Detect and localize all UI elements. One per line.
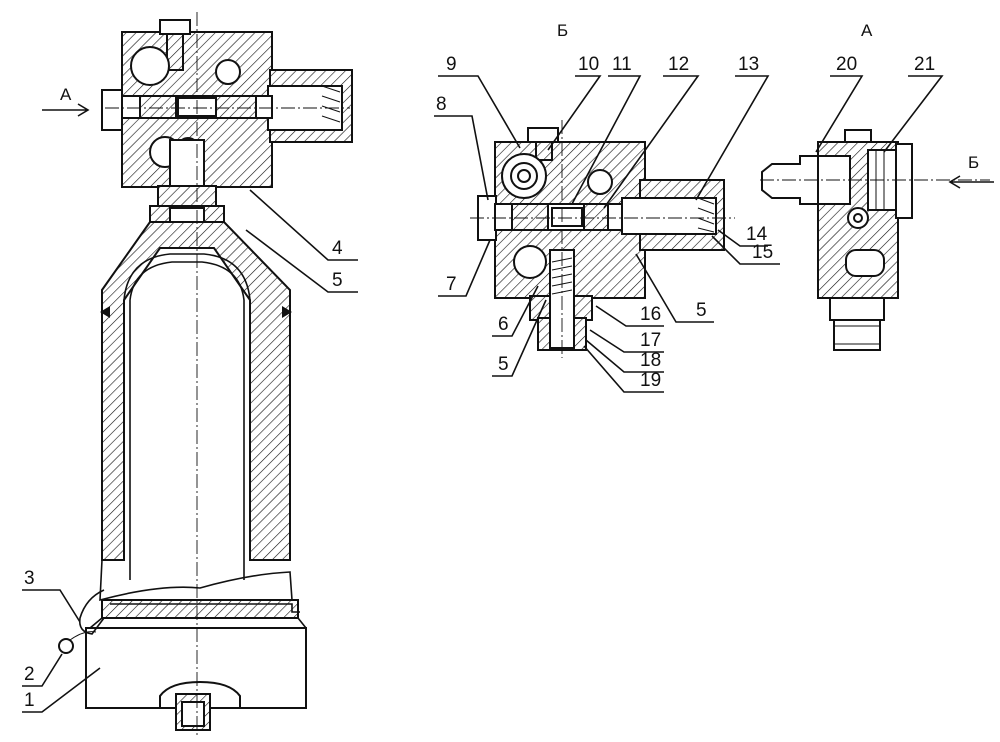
- view-a: [760, 129, 990, 351]
- callout-11: 10: [578, 54, 599, 75]
- callout-14: 13: [738, 54, 759, 75]
- cylinder-assembly: [58, 12, 353, 738]
- callout-15: 14: [746, 224, 768, 245]
- callout-21: 20: [836, 54, 857, 75]
- callout-18: 17: [640, 330, 661, 351]
- main-arrow-label: А: [60, 85, 72, 104]
- section-b: [470, 120, 735, 358]
- callout-5-section: 5: [696, 300, 707, 321]
- callout-6: 5: [498, 354, 509, 375]
- callout-7: 6: [498, 314, 509, 335]
- callout-20: 19: [640, 370, 661, 391]
- callout-12: 11: [612, 54, 632, 75]
- callout-16: 15: [752, 242, 773, 263]
- view-a-arrow-label: Б: [968, 153, 979, 172]
- section-b-title: Б: [557, 21, 568, 40]
- callout-22: 21: [914, 54, 935, 75]
- leader-lines: [22, 75, 994, 713]
- callout-8: 7: [446, 274, 457, 295]
- callout-9: 8: [436, 94, 447, 115]
- callout-5: 5: [332, 270, 343, 291]
- callout-13: 12: [668, 54, 689, 75]
- callout-10: 9: [446, 54, 457, 75]
- view-a-title: А: [861, 21, 873, 40]
- callout-19: 18: [640, 350, 661, 371]
- callout-2: 2: [24, 664, 35, 685]
- callout-17: 16: [640, 304, 661, 325]
- callout-1: 1: [24, 690, 35, 711]
- callout-4: 4: [332, 238, 343, 259]
- ball: [130, 46, 170, 86]
- callout-3: 3: [24, 568, 35, 589]
